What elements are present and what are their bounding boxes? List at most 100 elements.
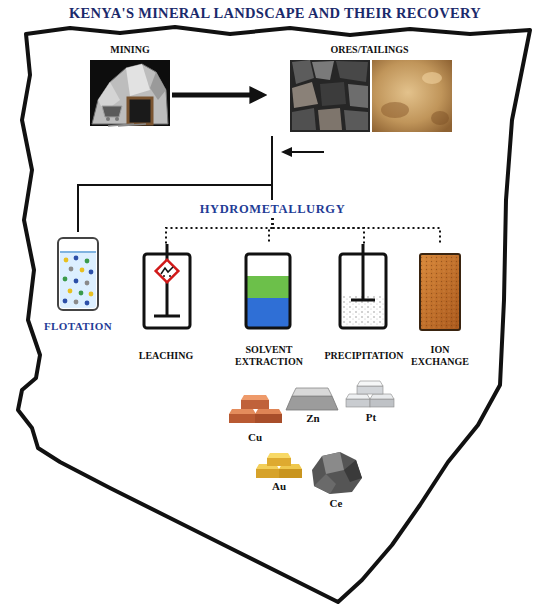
gold-bars	[267, 458, 291, 466]
ore-tailings-photos	[292, 108, 316, 130]
ore-tailings-photos	[422, 72, 442, 84]
solvent-extraction-icon	[247, 298, 289, 327]
cerium-rock	[314, 474, 336, 494]
ore-tailings-photos	[344, 110, 368, 130]
flotation-cell-icon	[89, 292, 94, 297]
ion-exchange-node: ION EXCHANGE	[398, 244, 482, 368]
flotation-cell-icon	[63, 299, 68, 304]
node-label: PRECIPITATION	[324, 350, 403, 362]
leaching-tank-icon	[161, 267, 173, 274]
copper-ingots	[229, 409, 256, 414]
node-label: MINING	[110, 44, 149, 56]
mine-illustration	[102, 106, 122, 117]
platinum-bars	[346, 399, 370, 407]
mine-illustration	[90, 60, 170, 126]
kenya-map-outline	[18, 27, 530, 602]
ore-tailings-photos	[431, 111, 449, 125]
branch-line	[271, 136, 273, 200]
precipitation-tank-icon	[340, 244, 386, 328]
ore-tailings-photos	[336, 61, 368, 82]
flotation-cell-icon	[60, 252, 96, 308]
solvent-extraction-icon	[247, 276, 289, 298]
zinc-ingot	[286, 388, 338, 410]
ore-tailings-photos	[312, 61, 334, 80]
dotted-connector	[273, 218, 365, 244]
dotted-connector	[269, 218, 273, 244]
flotation-cell-icon	[58, 238, 98, 310]
leaching-tank-icon	[154, 315, 180, 318]
solvent-extraction-icon	[246, 254, 290, 328]
copper-ingots	[229, 395, 282, 423]
mine-illustration	[150, 72, 166, 100]
zinc-ingot	[286, 396, 338, 410]
platinum-bars	[346, 394, 370, 399]
ore-tailings-photos	[372, 60, 452, 132]
solvent-extraction-icon	[246, 254, 290, 328]
platinum-bars	[357, 381, 383, 386]
gold-bars	[267, 453, 291, 458]
flotation-cell-icon	[89, 270, 94, 275]
branch-line	[78, 136, 272, 232]
node-label: Zn	[306, 412, 319, 425]
node-label: ORES/TAILINGS	[308, 44, 408, 56]
diagram-title: KENYA'S MINERAL LANDSCAPE AND THEIR RECO…	[0, 5, 550, 22]
node-label: LEACHING	[139, 350, 193, 362]
platinum-bars	[370, 394, 394, 399]
flotation-cell-icon	[79, 291, 84, 296]
ion-exchange-column-icon	[421, 255, 459, 329]
mine-illustration	[128, 98, 152, 124]
ore-tailings-photos	[292, 82, 318, 108]
node-label: Au	[272, 480, 286, 493]
metal-node: Cu	[226, 382, 284, 444]
flotation-cell-icon	[74, 279, 79, 284]
leaching-tank-icon	[169, 275, 171, 277]
mine-illustration	[90, 60, 170, 126]
platinum-bars	[346, 381, 394, 407]
mine-illustration	[108, 124, 146, 126]
copper-ingots	[241, 400, 269, 409]
flotation-cell-icon	[60, 251, 96, 253]
zinc-ingot	[292, 388, 332, 396]
ore-tailings-photos	[318, 108, 342, 130]
ion-exchange-column-icon	[420, 254, 460, 330]
cerium-rock	[322, 452, 344, 474]
node-label: Ce	[330, 497, 343, 510]
node-label: Cu	[248, 431, 262, 444]
flotation-cell-icon	[74, 300, 79, 305]
cerium-rock	[312, 452, 362, 494]
return-arrow	[281, 147, 324, 157]
ore-tailings-photos	[320, 82, 346, 106]
flotation-cell-icon	[85, 301, 90, 306]
flotation-cell-icon	[85, 259, 90, 264]
node-label: ION EXCHANGE	[408, 344, 472, 368]
return-arrow	[281, 147, 292, 157]
flotation-node: FLOTATION	[33, 232, 123, 333]
precipitation-tank-icon	[342, 296, 384, 326]
gold-bars	[256, 453, 302, 478]
node-label: Pt	[366, 411, 376, 424]
hydrometallurgy-node: HYDROMETALLURGY	[200, 200, 345, 218]
ore-tailings-photos	[290, 60, 370, 132]
metal-node: Au	[252, 450, 306, 493]
platinum-bars	[357, 386, 383, 394]
dotted-connector	[166, 218, 273, 244]
ore-tailings-photos	[348, 84, 368, 108]
process-arrow	[172, 93, 262, 98]
ores-tailings-node: ORES/TAILINGS	[262, 44, 455, 136]
flotation-cell-icon	[64, 258, 69, 263]
leaching-tank-icon	[156, 260, 179, 283]
flotation-cell-icon	[74, 256, 79, 261]
ore-tailings-photos	[292, 60, 314, 84]
node-label: SOLVENT EXTRACTION	[231, 344, 307, 368]
cerium-rock	[312, 452, 362, 494]
cerium-rock	[344, 460, 362, 482]
precipitation-tank-icon	[351, 299, 375, 302]
gold-bars	[279, 469, 302, 478]
copper-ingots	[229, 414, 256, 423]
mine-illustration	[126, 64, 150, 96]
platinum-bars	[370, 399, 394, 407]
node-label: FLOTATION	[44, 320, 112, 333]
mine-illustration	[115, 117, 119, 121]
